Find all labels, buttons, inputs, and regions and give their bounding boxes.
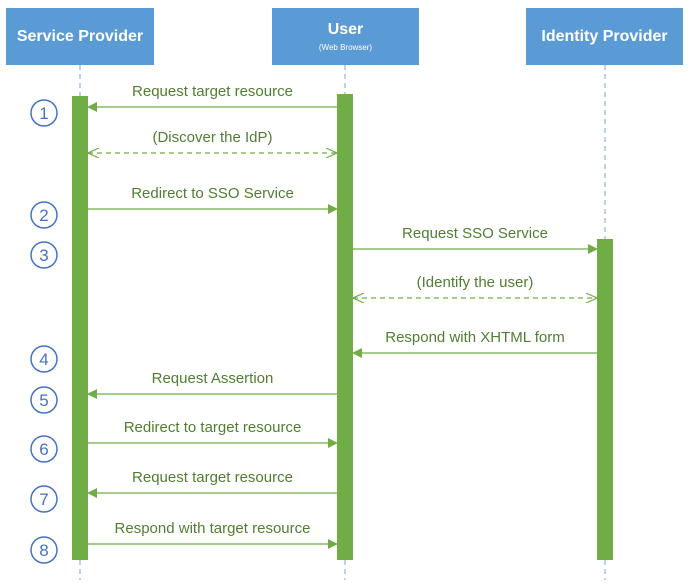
step-circle-2	[30, 201, 58, 229]
message-label-m3: Redirect to SSO Service	[131, 185, 294, 202]
step-circle-6	[30, 435, 58, 463]
step-number-1: 1	[39, 104, 48, 123]
message-label-m9: Request target resource	[132, 469, 293, 486]
step-number-6: 6	[39, 440, 48, 459]
message-label-m2: (Discover the IdP)	[152, 129, 272, 146]
participant-user-subtitle: (Web Browser)	[318, 42, 373, 52]
message-label-m8: Redirect to target resource	[124, 419, 302, 436]
step-number-4: 4	[39, 350, 48, 369]
participant-user: User (Web Browser)	[272, 8, 419, 65]
message-label-m7: Request Assertion	[152, 370, 274, 387]
step-number-7: 7	[39, 490, 48, 509]
step-number-8: 8	[39, 541, 48, 560]
participant-identity-provider-name: Identity Provider	[541, 27, 668, 45]
message-label-m6: Respond with XHTML form	[385, 329, 565, 346]
step-circle-4	[30, 345, 58, 373]
activation-bar-identity-provider	[597, 239, 613, 560]
step-number-2: 2	[39, 206, 48, 225]
step-number-5: 5	[39, 391, 48, 410]
message-label-m10: Respond with target resource	[115, 520, 311, 537]
activation-bars	[72, 94, 613, 560]
step-markers: 1 2 3 4 5 6 7 8	[30, 99, 58, 564]
activation-bar-service-provider	[72, 96, 88, 560]
step-circle-1	[30, 99, 58, 127]
activation-bar-user	[337, 94, 353, 560]
participant-service-provider: Service Provider	[6, 8, 154, 65]
message-label-m4: Request SSO Service	[402, 225, 548, 242]
step-circle-3	[30, 241, 58, 269]
message-label-m1: Request target resource	[132, 83, 293, 100]
participant-identity-provider: Identity Provider	[526, 8, 683, 65]
participant-user-name: User	[327, 20, 364, 38]
step-circle-7	[30, 485, 58, 513]
message-arrows: Request target resource (Discover the IdP…	[87, 83, 598, 549]
step-number-3: 3	[39, 246, 48, 265]
participant-service-provider-name: Service Provider	[16, 27, 144, 45]
step-circle-5	[30, 386, 58, 414]
step-circle-8	[30, 536, 58, 564]
message-label-m5: (Identify the user)	[417, 274, 534, 291]
